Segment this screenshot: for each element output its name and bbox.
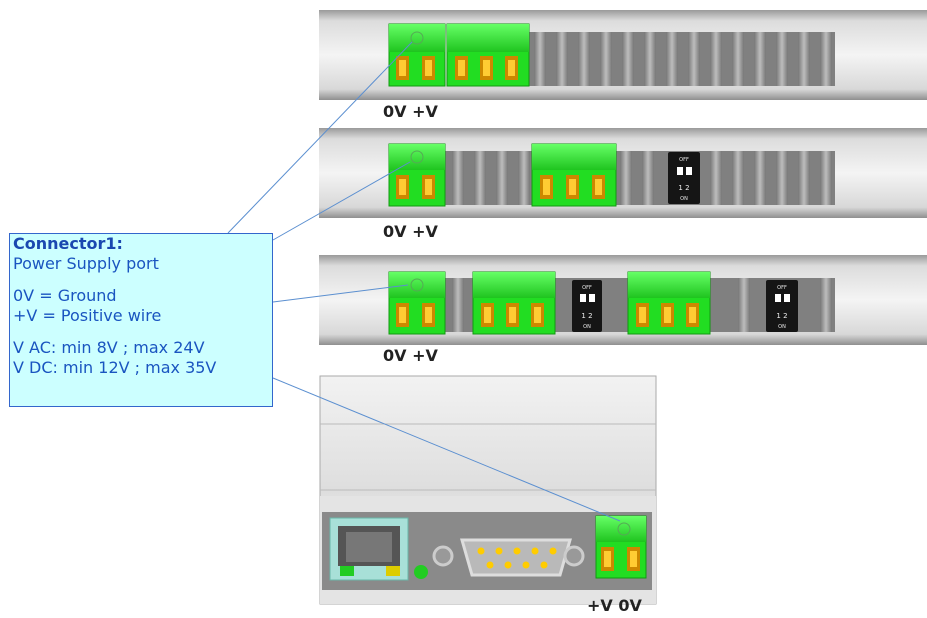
module-3: OFF 1 2 ON OFF 1 2 ON: [319, 255, 927, 345]
module2-terminal-label: 0V +V: [383, 222, 438, 241]
callout-vac: V AC: min 8V ; max 24V: [13, 338, 205, 357]
module-1: [319, 10, 927, 100]
dip-pin-label: 1 2: [678, 184, 689, 192]
vent-ribs: [452, 278, 832, 332]
callout-title: Connector1:: [13, 234, 123, 253]
terminal-block-3pin: [446, 23, 530, 87]
terminal-block-3pin: [472, 271, 556, 335]
vent-ribs: [534, 32, 832, 86]
vent-ribs: [452, 151, 832, 205]
dip-switch: OFF 1 2 ON: [668, 152, 700, 204]
leader-lines: [227, 41, 621, 522]
terminal-block-power: [595, 515, 647, 579]
dip-off-label: OFF: [582, 285, 592, 291]
callout-positive: +V = Positive wire: [13, 306, 162, 325]
module-2: OFF 1 2 ON: [319, 128, 927, 218]
ethernet-port: [329, 517, 409, 581]
dip-switch: OFF 1 2 ON: [572, 280, 602, 332]
dip-on-label: ON: [778, 324, 786, 330]
status-led: [414, 565, 428, 579]
module-4: [319, 375, 657, 605]
module4-terminal-label: +V 0V: [587, 596, 642, 615]
terminal-block-power: [388, 271, 446, 335]
terminal-block-3pin: [531, 143, 617, 207]
dip-off-label: OFF: [679, 157, 689, 163]
dip-on-label: ON: [583, 324, 591, 330]
vent-area: [525, 32, 835, 86]
module1-terminal-label: 0V +V: [383, 102, 438, 121]
dip-switch: OFF 1 2 ON: [766, 280, 798, 332]
dip-pin-label: 1 2: [581, 312, 592, 320]
callout-vdc: V DC: min 12V ; max 35V: [13, 358, 217, 377]
callout-ground: 0V = Ground: [13, 286, 117, 305]
dip-off-label: OFF: [777, 285, 787, 291]
db9-connector: [432, 538, 585, 577]
dip-pin-label: 1 2: [776, 312, 787, 320]
terminal-block-power: [388, 143, 446, 207]
terminal-block-3pin: [627, 271, 711, 335]
terminal-block-power: [388, 23, 446, 87]
module3-terminal-label: 0V +V: [383, 346, 438, 365]
dip-on-label: ON: [680, 196, 688, 202]
callout-subtitle: Power Supply port: [13, 254, 159, 273]
connector1-callout: Connector1: Power Supply port 0V = Groun…: [9, 233, 273, 407]
